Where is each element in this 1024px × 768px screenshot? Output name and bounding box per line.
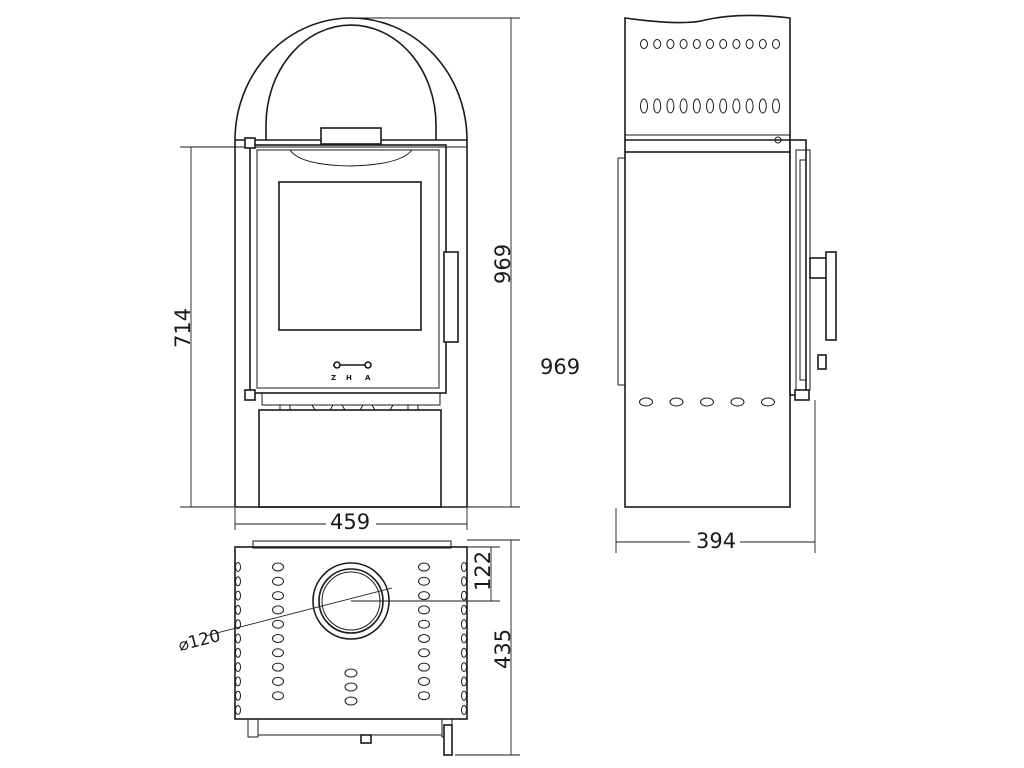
vent-hole	[461, 662, 467, 673]
vent-hole	[640, 39, 648, 49]
vent-hole	[418, 619, 430, 629]
vent-hole	[235, 705, 241, 715]
vent-hole	[272, 662, 284, 672]
top-view	[234, 540, 468, 756]
vent-hole	[461, 647, 467, 658]
dim-top-depth: 435	[491, 629, 515, 669]
vent-hole	[272, 562, 284, 572]
vent-hole	[235, 590, 241, 601]
vent-hole	[640, 98, 648, 114]
vent-hole	[700, 397, 714, 407]
vent-hole	[235, 576, 241, 587]
vent-hole	[235, 619, 241, 630]
dim-front-width: 459	[330, 510, 370, 534]
control-label-z: Z	[331, 374, 336, 382]
side-top-cap	[624, 14, 791, 141]
vent-hole	[666, 98, 675, 114]
front-dimensions: 714 969 459	[171, 17, 520, 534]
vent-hole	[461, 676, 467, 687]
vent-hole	[418, 562, 430, 572]
vent-hole	[461, 576, 467, 587]
door-handle	[443, 251, 459, 343]
vent-hole	[272, 676, 284, 686]
vent-hole	[235, 647, 241, 658]
vent-hole	[272, 619, 284, 629]
vent-hole	[706, 98, 714, 114]
vent-hole	[461, 562, 467, 572]
vent-hole	[772, 39, 780, 49]
vent-hole	[272, 691, 284, 701]
dim-side-depth: 394	[696, 529, 736, 553]
vent-hole	[272, 605, 284, 615]
vent-hole	[235, 562, 241, 572]
vent-hole	[272, 576, 284, 586]
vent-hole	[679, 98, 688, 114]
vent-hole	[461, 633, 467, 644]
vent-hole	[418, 691, 430, 701]
front-view: Z H A	[234, 17, 468, 508]
vent-hole	[418, 634, 430, 643]
vent-hole	[418, 662, 430, 672]
vent-hole	[344, 682, 358, 692]
vent-hole	[461, 590, 467, 601]
vent-hole	[758, 98, 767, 114]
vent-hole	[745, 98, 754, 114]
vent-hole	[235, 690, 241, 701]
vent-hole	[772, 98, 780, 114]
vent-hole	[461, 705, 467, 715]
vent-hole	[732, 98, 741, 114]
control-label-h: H	[346, 374, 352, 382]
front-door-glass	[278, 181, 422, 331]
front-outer-arch	[234, 17, 468, 508]
vent-hole	[235, 633, 241, 644]
vent-hole	[653, 98, 662, 114]
dim-flue-diameter: ⌀120	[176, 626, 222, 656]
vent-hole	[745, 39, 754, 49]
vent-hole	[418, 605, 430, 615]
vent-hole	[461, 604, 467, 615]
vent-hole	[758, 39, 767, 49]
front-base-compartment	[258, 409, 442, 508]
vent-hole	[418, 648, 430, 658]
vent-hole	[235, 676, 241, 687]
vent-hole	[344, 668, 358, 678]
dim-side-total-height: 969	[540, 355, 580, 379]
vent-hole	[418, 676, 430, 686]
vent-hole	[669, 397, 684, 407]
vent-hole	[719, 39, 728, 49]
vent-hole	[272, 591, 284, 601]
dim-front-total-height: 969	[491, 244, 515, 284]
vent-hole	[666, 39, 675, 49]
vent-hole	[719, 98, 728, 114]
vent-hole	[732, 39, 741, 49]
vent-hole	[761, 397, 775, 407]
vent-hole	[679, 39, 688, 49]
vent-hole	[692, 98, 701, 114]
vent-hole	[272, 634, 284, 643]
vent-hole	[639, 397, 653, 407]
vent-hole	[706, 39, 714, 49]
vent-hole	[461, 690, 467, 701]
dim-top-flue-offset: 122	[471, 551, 495, 591]
side-dimensions: 969 394	[540, 355, 816, 553]
vent-hole	[653, 39, 662, 49]
vent-hole	[461, 619, 467, 630]
vent-hole	[272, 648, 284, 658]
dim-front-body-height: 714	[171, 308, 195, 348]
vent-hole	[418, 591, 430, 601]
side-view	[617, 14, 837, 508]
front-inner-arch	[265, 24, 437, 140]
control-label-a: A	[365, 374, 371, 382]
vent-hole	[235, 604, 241, 615]
side-door-handle	[825, 251, 837, 341]
side-door-profile	[789, 139, 807, 396]
vent-hole	[730, 397, 745, 407]
side-body	[624, 151, 791, 508]
vent-hole	[418, 576, 430, 586]
vent-hole	[692, 39, 701, 49]
vent-hole	[235, 662, 241, 673]
vent-hole	[344, 696, 358, 706]
